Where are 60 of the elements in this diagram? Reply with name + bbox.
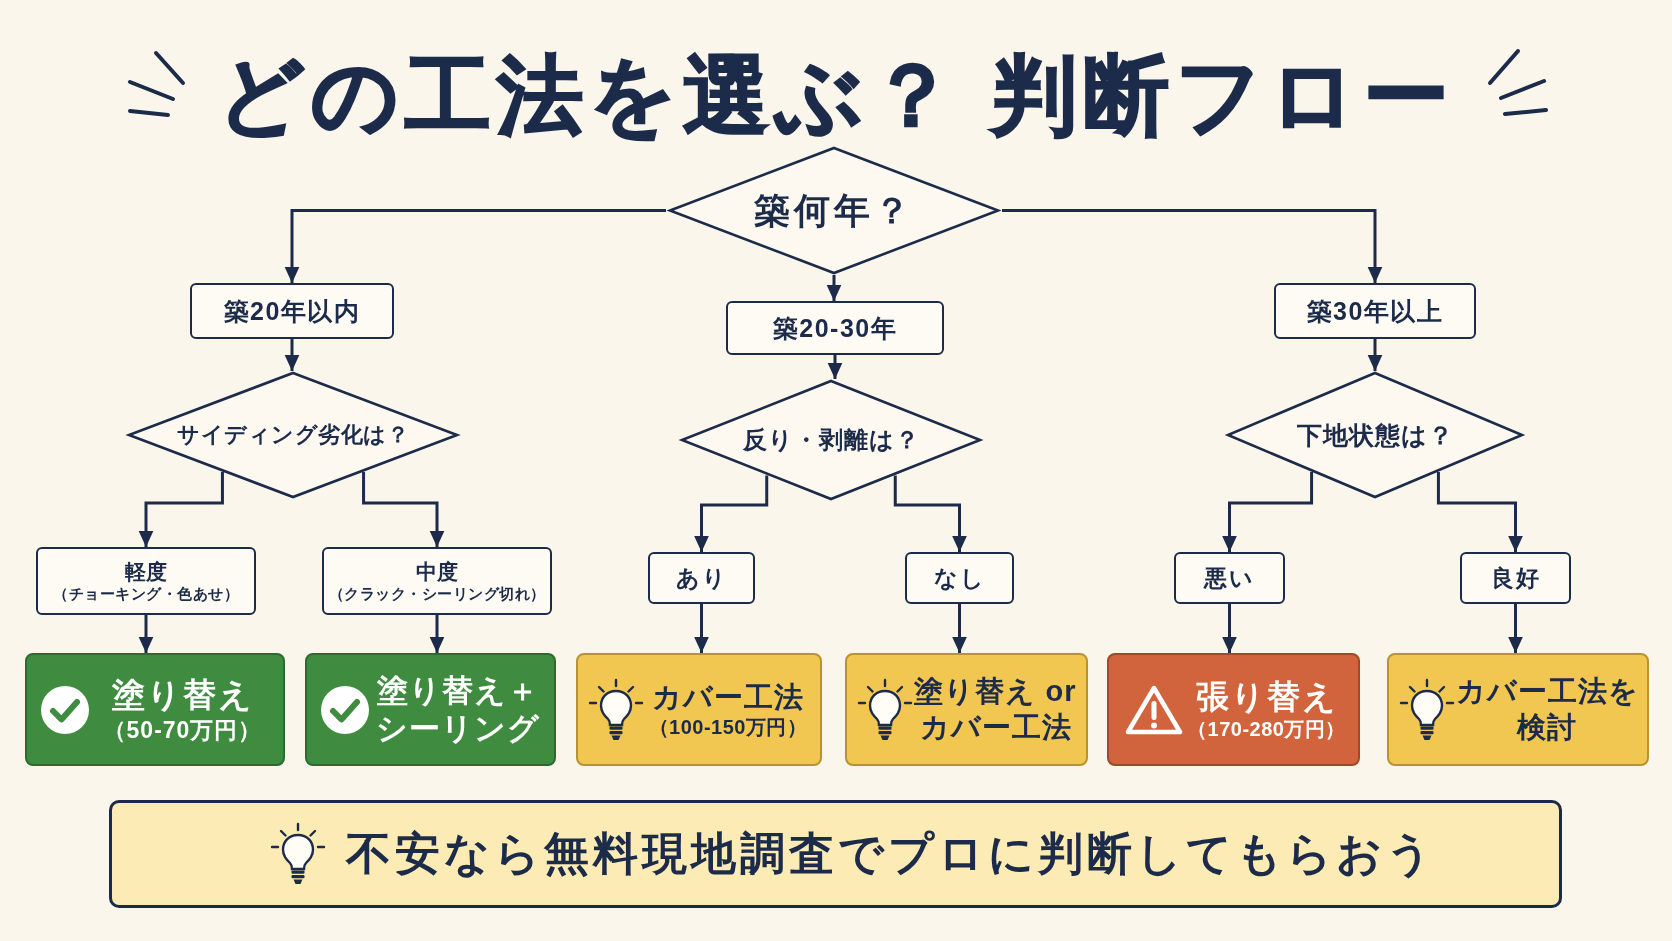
result-box: [845, 653, 1088, 766]
arrow: [1222, 472, 1314, 552]
tip-text: 不安なら無料現地調査でプロに判断してもらおう: [345, 826, 1436, 881]
condition-text: 軽度: [124, 559, 168, 585]
arrow: [826, 275, 842, 301]
condition-box: [1174, 552, 1285, 604]
arrow: [1367, 339, 1383, 371]
result-box: [576, 653, 822, 766]
condition-text: 悪い: [1204, 563, 1255, 592]
title: どの工法を選ぶ？ 判断フロー: [217, 50, 1455, 141]
arrow: [1222, 604, 1237, 653]
question-text: 反り・剥離は？: [742, 425, 920, 455]
condition-box: [905, 552, 1014, 604]
condition-box: [648, 552, 755, 604]
arrow: [429, 615, 445, 653]
condition-text: あり: [675, 563, 728, 592]
arrow: [284, 209, 666, 283]
condition-box: [322, 547, 552, 615]
result-box: [1387, 653, 1649, 766]
condition-box: [1460, 552, 1571, 604]
arrow: [694, 604, 709, 653]
arrow: [827, 355, 843, 379]
condition-text: なし: [933, 563, 986, 592]
result-text: カバー工法を検討: [1455, 674, 1639, 745]
arrow: [893, 475, 967, 552]
result-box: [25, 653, 285, 766]
result-text: 塗り替え or カバー工法: [913, 674, 1078, 745]
arrow: [694, 475, 769, 552]
price-text: （170-280万円）: [1187, 717, 1346, 742]
result-text: 塗り替え＋シーリング: [375, 671, 541, 748]
arrow: [362, 472, 445, 547]
question-text: 築何年？: [754, 188, 914, 233]
condition-text: 中度: [415, 559, 459, 585]
arrow: [1436, 472, 1523, 552]
result-box: [1107, 653, 1360, 766]
condition-text: 良好: [1490, 563, 1541, 592]
tip-banner: [109, 800, 1562, 908]
condition-text: 築30年以上: [1306, 295, 1444, 327]
question-text: サイディング劣化は？: [177, 421, 409, 449]
result-text: カバー工法: [652, 679, 804, 715]
detail-text: （クラック・シーリング切れ）: [328, 584, 546, 603]
arrow: [1002, 209, 1383, 283]
result-text: 塗り替え: [111, 675, 254, 716]
condition-box: [190, 283, 394, 339]
arrow: [138, 615, 154, 653]
arrow: [138, 472, 224, 547]
arrow: [1508, 604, 1523, 653]
result-box: [305, 653, 556, 766]
question-text: 下地状態は？: [1296, 419, 1454, 451]
result-text: 張り替え: [1195, 677, 1338, 718]
condition-text: 築20年以内: [223, 295, 361, 327]
price-text: （100-150万円）: [648, 715, 808, 740]
condition-box: [726, 301, 944, 355]
arrow: [952, 604, 967, 653]
detail-text: （チョーキング・色あせ）: [53, 584, 239, 603]
price-text: （50-70万円）: [102, 715, 263, 744]
condition-box: [36, 547, 256, 615]
condition-text: 築20-30年: [772, 312, 898, 344]
condition-box: [1274, 283, 1476, 339]
arrow: [284, 339, 300, 371]
